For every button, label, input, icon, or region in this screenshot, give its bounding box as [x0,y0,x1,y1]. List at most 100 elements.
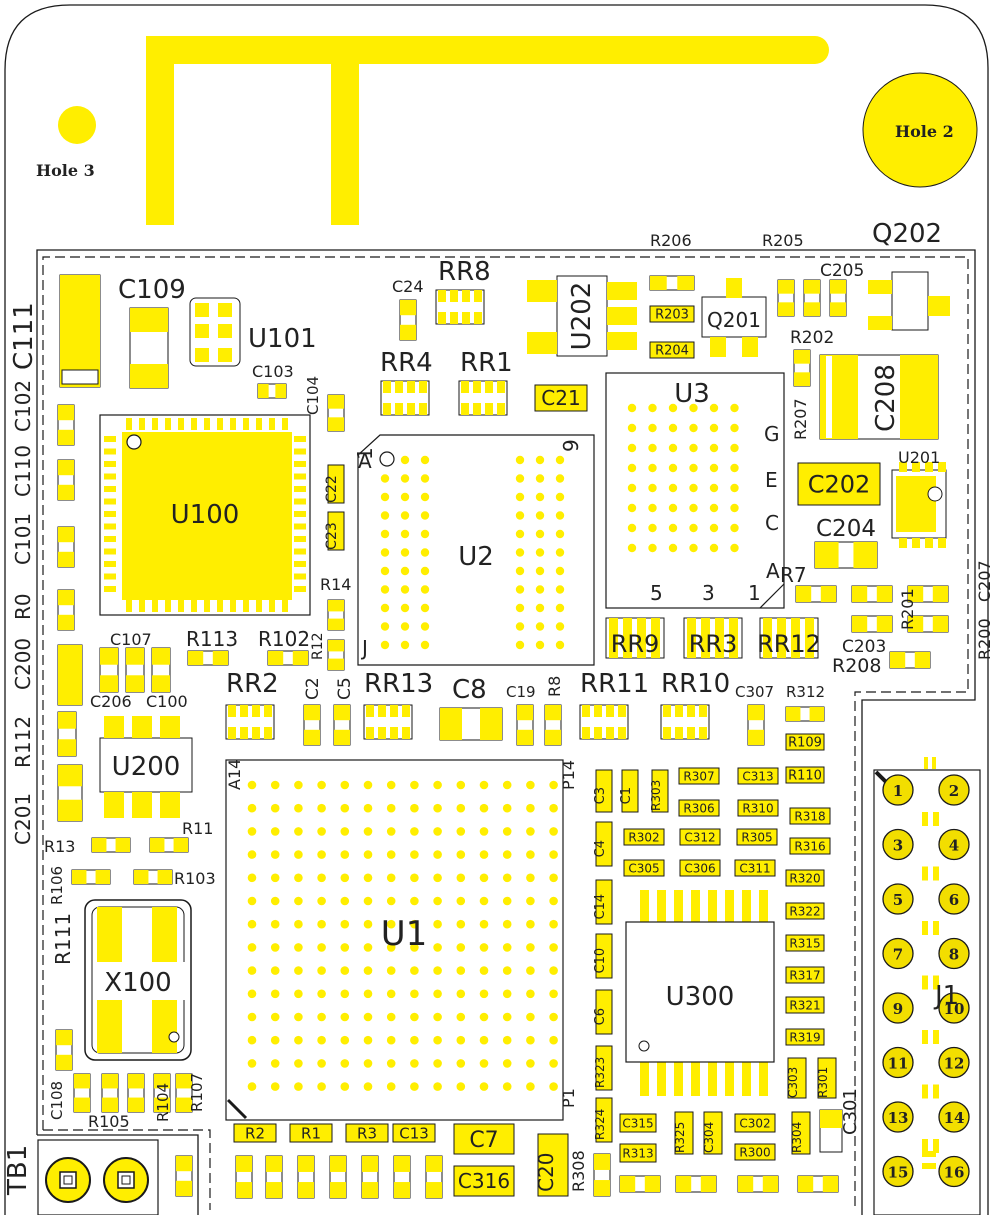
ball-pad [317,1082,326,1091]
ball-pad [549,1082,558,1091]
component-label: RR9 [611,630,660,658]
ball-pad [400,640,410,650]
ball-pad [502,873,512,883]
j1-pin-9 [882,992,914,1024]
ball-pad [247,850,257,859]
part-body [327,511,345,551]
ball-pad [433,919,442,929]
ball-pad [627,403,637,413]
ball-pad [380,492,390,502]
u100-label: U100 [171,500,240,530]
chip-pad [394,1156,410,1172]
chip-pad [58,682,82,705]
ball-pad [555,548,565,557]
mounting-hole-3 [58,106,96,144]
u202-pin [527,280,557,302]
ball-pad [479,896,489,906]
chip-pad [58,429,74,445]
part-label: C312 [684,830,715,844]
component-label: C102 [11,380,35,432]
u100-pin [126,418,132,430]
u100-pin [294,473,306,480]
part-body [621,769,639,813]
part-body [623,828,665,846]
chip-pad [176,1180,192,1196]
component-label: C207 [975,560,992,602]
chip-pad [212,651,228,665]
rpack-pin [497,381,505,393]
ball-pad [479,873,489,883]
ball-pad [515,511,525,520]
ball-pad [627,543,637,553]
ball-pad [555,585,565,594]
chip-pad [58,614,74,630]
ball-pad [247,943,257,952]
ball-pad [555,640,565,650]
chip-pad [334,705,350,721]
r113-label: R113 [186,627,238,651]
part-label: C23 [324,522,340,550]
ball-pad [668,423,678,433]
ball-pad [340,966,350,975]
chip-pad [275,384,286,398]
chip-pad [794,350,810,364]
q201-pin [710,337,726,357]
x100-pin1 [168,1031,180,1043]
part-body [736,828,778,846]
part-label: R317 [789,968,820,982]
part-label: C4 [593,840,608,857]
q201-pin [742,337,758,357]
j1-pin-2 [938,774,970,806]
u100-pin [294,436,306,442]
part-body [619,1143,657,1163]
ball-pad [386,919,396,929]
part-body [345,1123,389,1143]
part-label: R319 [789,1030,820,1044]
component-label: C204 [816,516,876,542]
j1-pin-11 [882,1046,914,1079]
component-label: C205 [820,261,864,281]
component-label: C301 [840,1088,861,1135]
ball-pad [479,1035,489,1045]
part-body [797,462,881,506]
u100-pin [104,548,116,555]
component-label: TB1 [3,1145,33,1196]
q201-pin [726,278,742,298]
rpack-pin [637,618,646,658]
ball-pad [709,443,719,453]
u300-body [625,921,775,1063]
ball-pad [433,803,442,813]
u100-pin [294,461,306,467]
part-body [623,859,665,877]
component-label: RR1 [460,348,513,378]
u2-outline [357,434,595,666]
component-label: E [765,468,778,492]
chip-pad [236,1182,252,1198]
ball-pad [340,850,350,859]
chip-pad [700,1176,716,1192]
chip-pad [330,1156,346,1172]
ball-pad [363,803,373,813]
chip-pad [58,765,82,787]
part-label: C3 [593,787,608,804]
u100-pin [294,498,306,505]
j1-pin-7 [882,937,914,970]
j1-dash [922,975,928,990]
component-label: R7 [780,563,807,587]
ball-pad [270,966,280,975]
ball-pad [410,1012,419,1022]
part-label: R310 [742,801,773,815]
component-label: RR12 [757,630,821,658]
j1-pin-number: 12 [944,1055,965,1073]
ball-pad [730,483,739,493]
chip-pad [304,705,320,721]
ball-pad [526,943,535,952]
part-body [534,384,588,412]
rpack-pin [699,705,707,717]
ball-pad [270,873,280,883]
ball-pad [456,1035,466,1045]
ball-pad [479,989,489,999]
u100-pin [269,418,275,430]
ball-pad [526,1059,535,1068]
rpack-pin [606,727,614,739]
